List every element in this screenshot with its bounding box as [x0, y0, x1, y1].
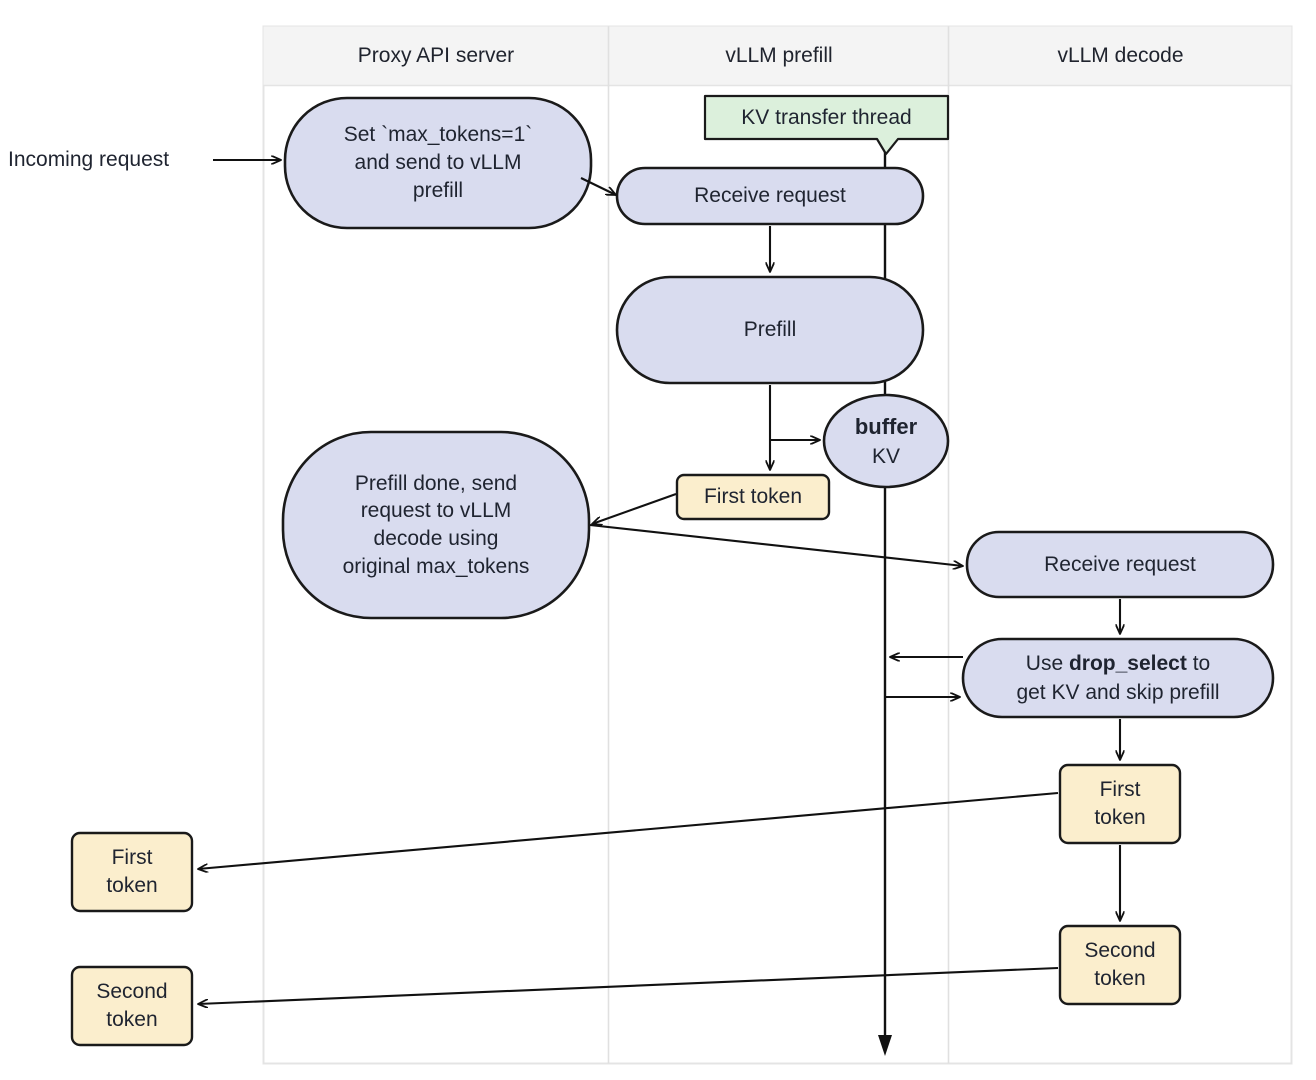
node-buffer-kv[interactable] [822, 393, 950, 489]
edge-first-token-to-prefill-done [592, 493, 677, 524]
node-prefill-first-token[interactable] [675, 473, 831, 521]
node-set-max-tokens[interactable] [283, 96, 593, 230]
edge-decode-first-token-to-proxy [198, 791, 1059, 869]
node-decode-receive-request[interactable] [965, 530, 1275, 599]
node-proxy-second-token[interactable] [70, 965, 194, 1047]
edge-layer [198, 160, 1120, 1004]
lane-title-proxy: Proxy API server [357, 43, 515, 67]
lane-title-decode: vLLM decode [1057, 43, 1184, 67]
node-decode-second-token[interactable] [1058, 924, 1182, 1006]
node-prefill-done[interactable] [281, 430, 591, 620]
edge-set-max-tokens-to-receive [580, 177, 616, 196]
node-prefill-receive-request[interactable] [615, 166, 925, 226]
node-prefill[interactable] [615, 275, 925, 385]
label-incoming-request: Incoming request [8, 148, 170, 171]
edge-decode-second-token-to-proxy [198, 966, 1059, 1004]
node-decode-first-token[interactable] [1058, 763, 1182, 845]
edge-prefill-done-to-decode-receive [589, 523, 963, 566]
node-kv-transfer-thread[interactable] [703, 94, 950, 156]
lane-title-prefill: vLLM prefill [725, 43, 833, 67]
node-drop-select[interactable] [961, 637, 1275, 719]
node-proxy-first-token[interactable] [70, 831, 194, 913]
